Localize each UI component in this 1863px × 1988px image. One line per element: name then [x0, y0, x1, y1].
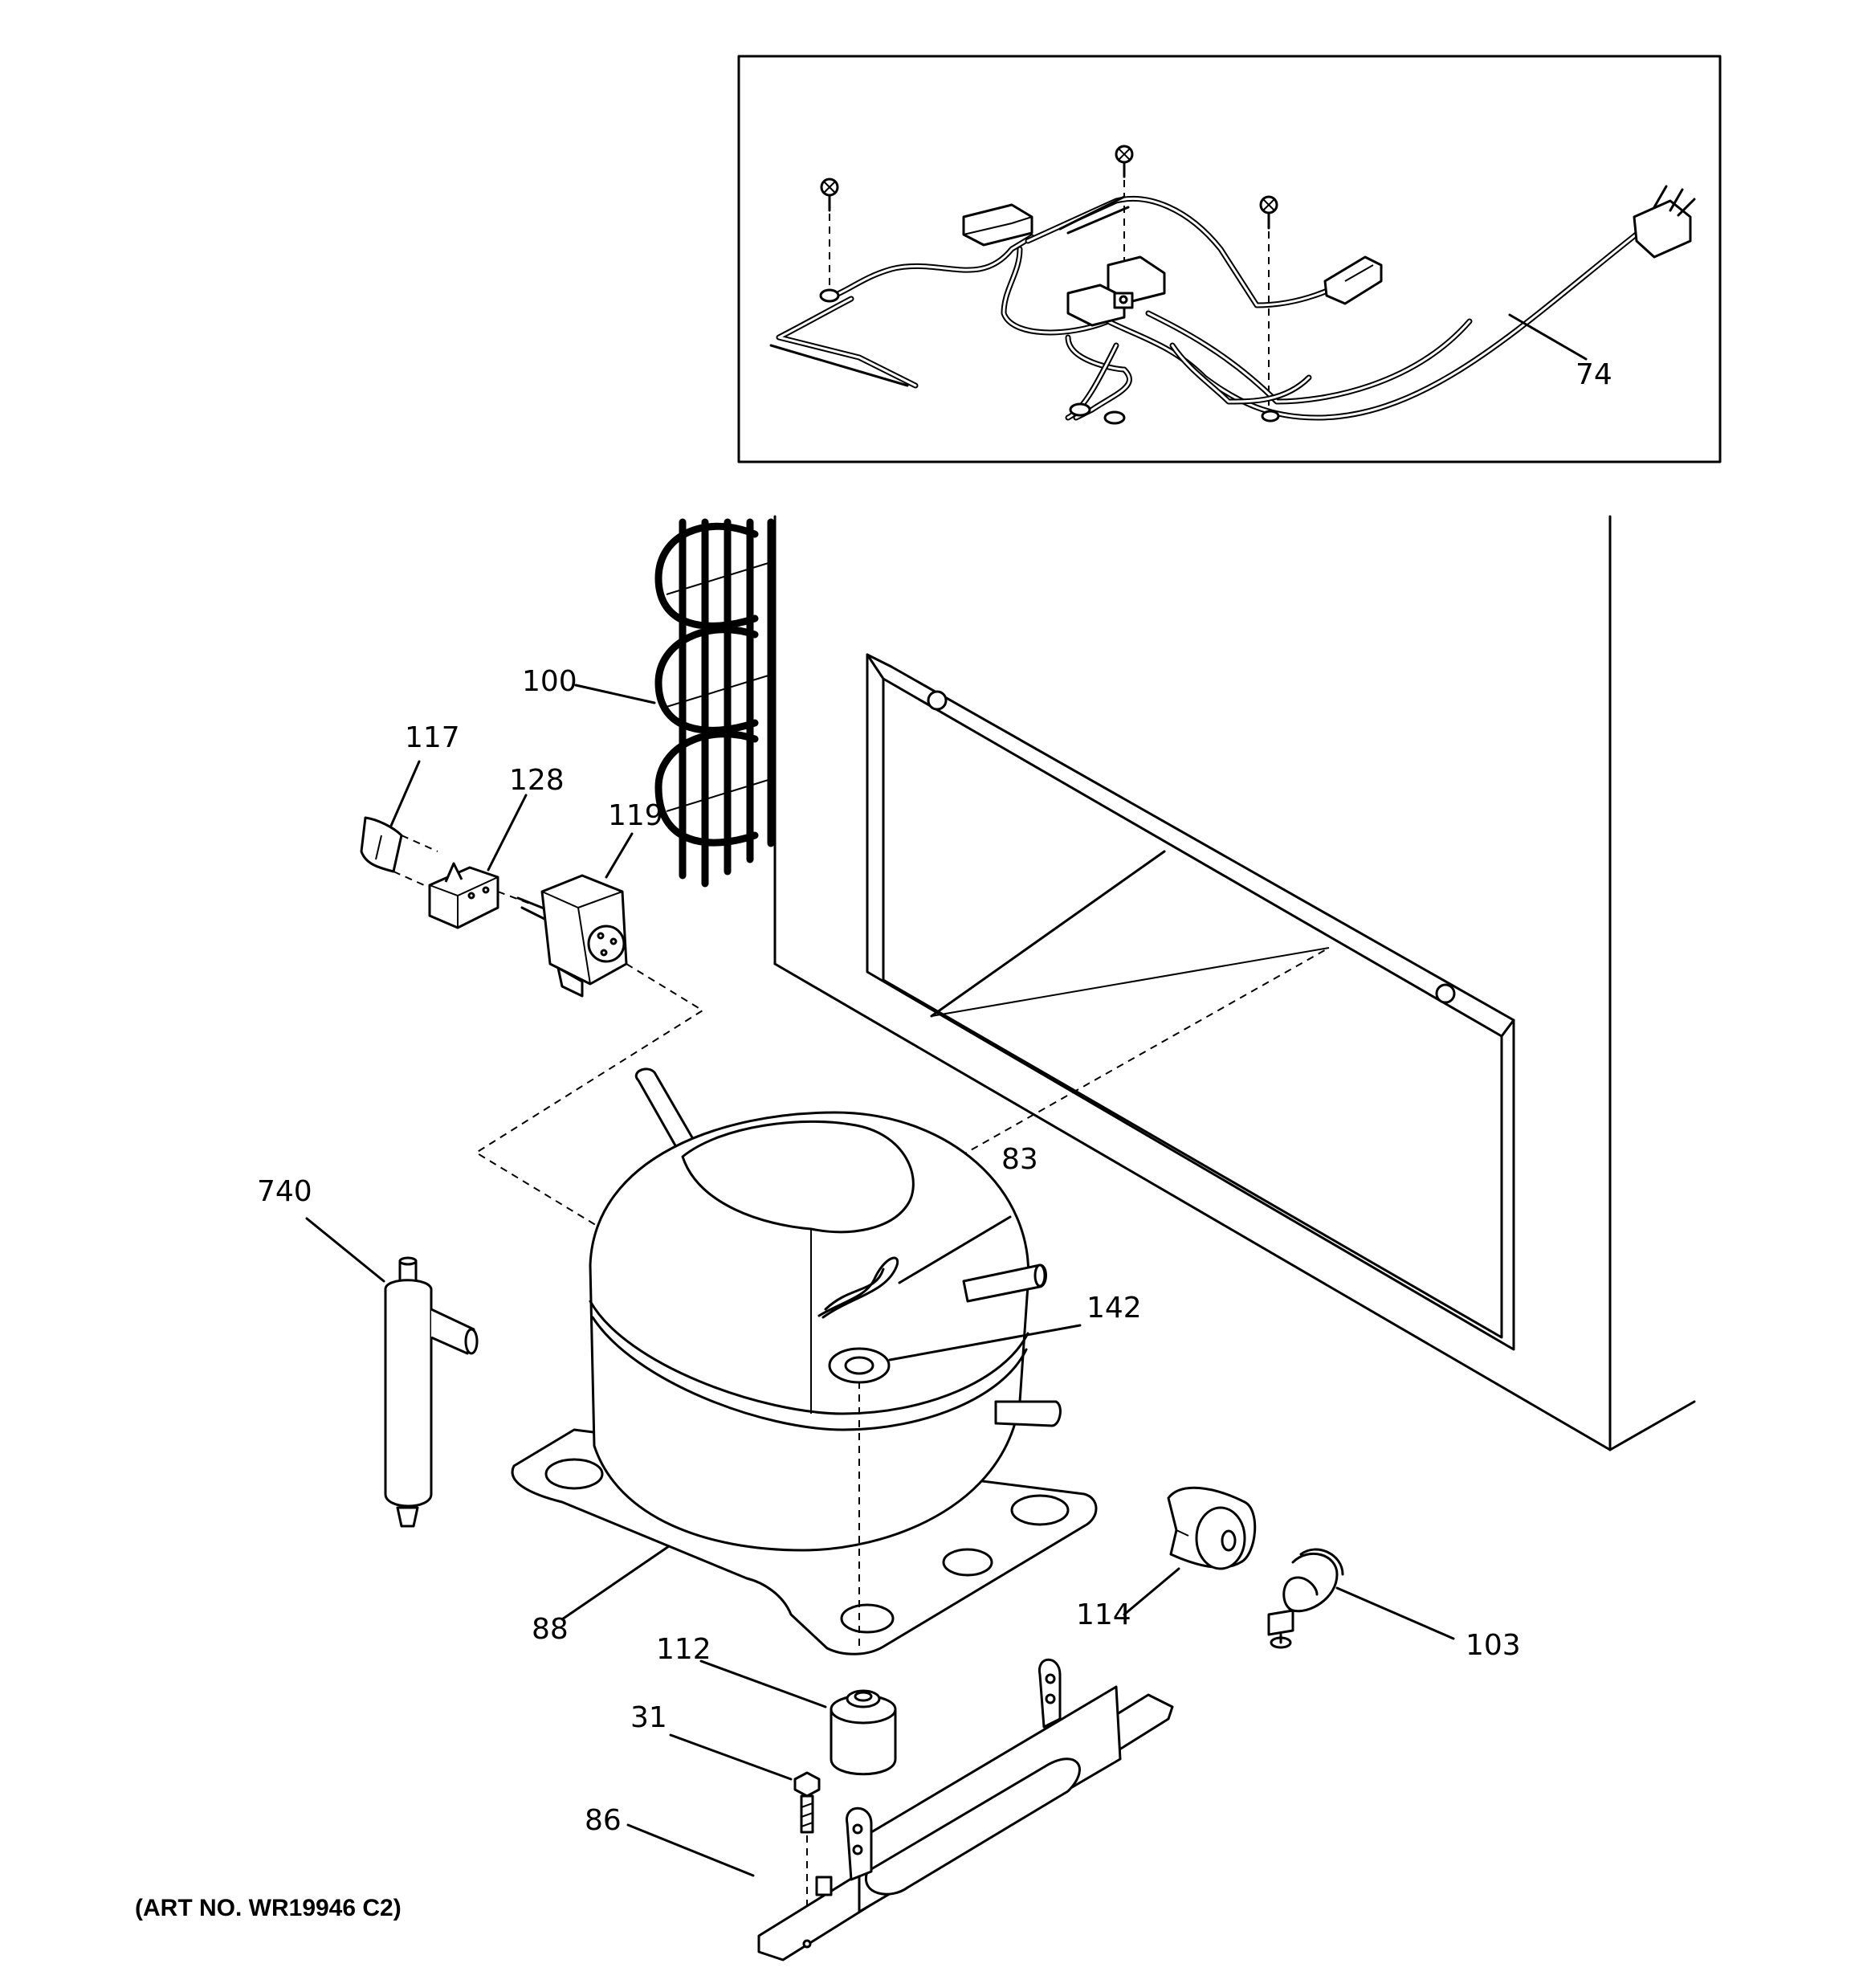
- harness-terminals: [1069, 402, 1280, 425]
- harness-connector-block: [962, 203, 1033, 247]
- clamp-103: [1267, 1548, 1344, 1649]
- screw-middle: [1115, 145, 1134, 273]
- callout-128: 128: [509, 764, 565, 797]
- leader-83: [898, 1215, 1012, 1284]
- wiring-harness-inset: [737, 55, 1722, 463]
- power-plug: [1633, 185, 1696, 259]
- leader-142: [888, 1324, 1082, 1361]
- screw-left: [820, 178, 839, 289]
- harness-terminal-right: [1323, 255, 1383, 305]
- callout-740: 740: [257, 1175, 312, 1208]
- compressor-shell: [589, 1111, 1030, 1552]
- callout-103: 103: [1466, 1629, 1521, 1662]
- leader-740: [305, 1217, 385, 1283]
- callout-83: 83: [1001, 1143, 1038, 1176]
- callout-88: 88: [532, 1613, 569, 1646]
- leader-31: [669, 1733, 793, 1781]
- leader-128: [487, 794, 528, 872]
- callout-31: 31: [630, 1701, 667, 1734]
- filter-drier-740: [384, 1256, 479, 1528]
- start-relay-119: [516, 874, 628, 998]
- mounting-bracket-86: [757, 1658, 1174, 1961]
- machine-compartment-panel: [866, 653, 1515, 1351]
- overload-protector-128: [428, 862, 499, 929]
- leader-119: [605, 832, 634, 879]
- art-number: (ART NO. WR19946 C2): [135, 1895, 402, 1921]
- cabinet: [773, 515, 1696, 1451]
- harness-wires: [776, 195, 1657, 421]
- leader-86: [626, 1823, 755, 1877]
- callout-86: 86: [585, 1804, 622, 1837]
- callout-117: 117: [405, 721, 460, 754]
- condenser-coil: [654, 518, 775, 888]
- leader-112: [699, 1659, 827, 1708]
- callout-142: 142: [1086, 1292, 1142, 1325]
- leader-103: [1335, 1586, 1455, 1640]
- callout-100: 100: [522, 665, 577, 698]
- leader-100: [574, 684, 656, 704]
- harness-junction-blocks: [1066, 255, 1166, 327]
- leader-74: [1508, 313, 1588, 361]
- callout-114: 114: [1076, 1598, 1131, 1631]
- callout-119: 119: [608, 799, 663, 832]
- leader-114: [1123, 1567, 1180, 1616]
- clip-117: [360, 816, 403, 873]
- callout-74: 74: [1576, 358, 1612, 391]
- bolt-31: [793, 1771, 821, 1940]
- clip-83: [817, 1256, 899, 1319]
- capacitor-114: [1167, 1486, 1257, 1570]
- leader-117: [389, 760, 421, 827]
- screw-right: [1259, 195, 1278, 418]
- leader-88: [561, 1545, 671, 1621]
- compressor-88: [511, 1067, 1098, 1655]
- callout-112: 112: [656, 1633, 711, 1666]
- grommet-112: [830, 1689, 897, 1776]
- inset-frame: [737, 55, 1722, 463]
